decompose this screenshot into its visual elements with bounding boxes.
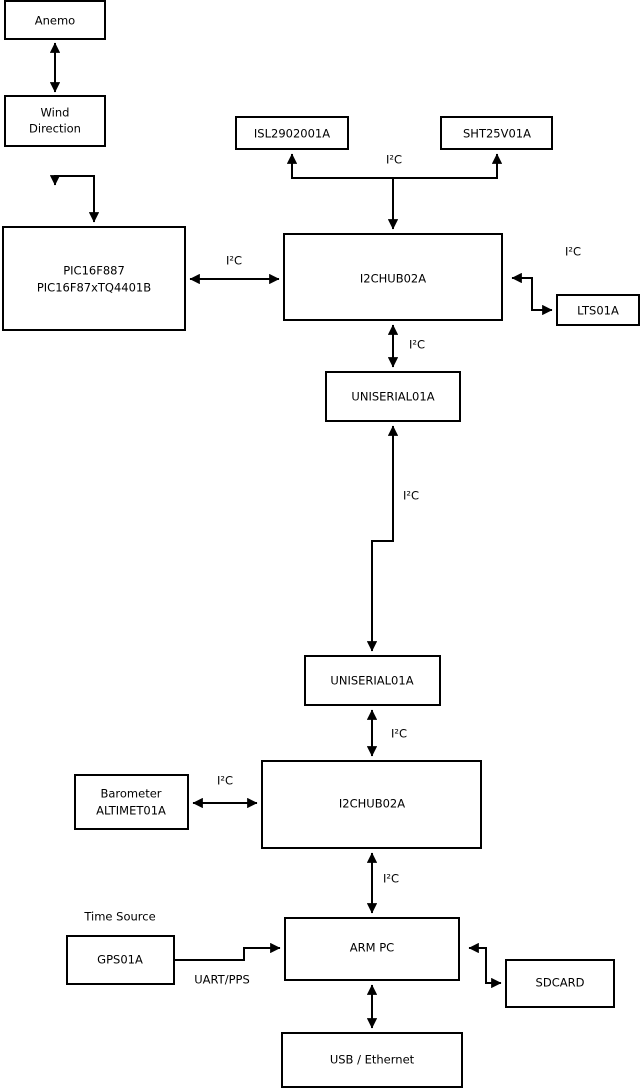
node-sht25v01a[interactable]: SHT25V01A [440,116,553,150]
edge-label-hub-top-lts: I²C [565,245,581,259]
node-usb-ethernet[interactable]: USB / Ethernet [281,1032,463,1088]
node-box[interactable] [4,0,106,40]
node-box[interactable] [325,371,461,422]
node-label-wind-direction-line2: Direction [29,122,81,136]
edge-hub-top-sensors: I²C [286,153,503,230]
node-label-barometer-line2: ALTIMET01A [96,804,166,818]
edge-gps-armpc: UART/PPS [174,942,281,987]
edge-hub-bottom-armpc: I²C [366,852,399,914]
edge-label-hub-top-sensors: I²C [386,153,402,167]
edge-line [468,942,502,989]
node-box[interactable] [283,233,503,321]
edge-label-uniserial-hub-bottom: I²C [391,727,407,741]
node-label-sht25v01a: SHT25V01A [463,127,531,141]
node-box[interactable] [235,116,349,150]
label-time-source: Time Source [83,910,155,924]
edge-pic-hub-top: I²C [189,254,280,285]
edge-line [49,175,100,223]
node-uniserial01a-lower[interactable]: UNISERIAL01A [304,655,441,706]
node-lts01a[interactable]: LTS01A [556,294,640,326]
free-labels-layer: Time Source [83,910,155,924]
node-arm-pc[interactable]: ARM PC [284,917,460,981]
node-label-uniserial01a-lower: UNISERIAL01A [330,674,413,688]
edges-layer: I²C I²C I²C I²C I²C [49,42,581,1029]
node-label-arm-pc: ARM PC [350,941,394,955]
node-uniserial01a-upper[interactable]: UNISERIAL01A [325,371,461,422]
edge-uniserial-link: I²C [366,425,419,652]
node-label-i2chub02a-top: I2CHUB02A [360,272,426,286]
node-label-wind-direction-line1: Wind [41,106,70,120]
node-wind-direction[interactable]: Wind Direction [4,95,106,147]
node-label-lts01a: LTS01A [577,304,619,318]
node-pic-microcontroller[interactable]: PIC16F887 PIC16F87xTQ4401B [2,226,186,331]
node-box[interactable] [74,774,189,830]
node-i2chub02a-bottom[interactable]: I2CHUB02A [261,760,482,849]
node-box[interactable] [2,226,186,331]
edge-hub-top-lts: I²C [511,245,581,316]
node-box[interactable] [284,917,460,981]
edge-label-pic-hub-top: I²C [226,254,242,268]
edge-label-gps-armpc: UART/PPS [194,973,250,987]
node-isl2902001a[interactable]: ISL2902001A [235,116,349,150]
edge-line [366,425,399,652]
edge-uniserial-lower-hub-bottom: I²C [366,709,407,757]
edge-label-hub-bottom-armpc: I²C [383,872,399,886]
edge-label-hub-top-uniserial: I²C [409,338,425,352]
node-label-gps01a: GPS01A [97,953,143,967]
node-box[interactable] [440,116,553,150]
node-box[interactable] [261,760,482,849]
node-sdcard[interactable]: SDCARD [505,959,615,1008]
node-box[interactable] [556,294,640,326]
edge-label-uniserial-link: I²C [403,489,419,503]
edge-line [174,942,281,961]
edge-label-barometer-hub: I²C [217,774,233,788]
node-box[interactable] [304,655,441,706]
node-label-isl2902001a: ISL2902001A [254,127,330,141]
node-label-usb-ethernet: USB / Ethernet [330,1053,415,1067]
node-label-pic-line1: PIC16F887 [63,264,125,278]
node-i2chub02a-top[interactable]: I2CHUB02A [283,233,503,321]
node-box[interactable] [66,935,175,985]
edge-barometer-hub-bottom: I²C [192,774,258,809]
node-gps01a[interactable]: GPS01A [66,935,175,985]
edge-line-isl [286,153,394,229]
node-label-pic-line2: PIC16F87xTQ4401B [37,281,151,295]
edge-wind-direction-pic [49,175,100,223]
node-box[interactable] [4,95,106,147]
node-label-sdcard: SDCARD [536,976,585,990]
node-label-anemo: Anemo [35,14,75,28]
edge-armpc-sdcard [468,942,502,989]
edge-hub-top-uniserial-upper: I²C [387,324,425,368]
edge-line [511,272,553,316]
node-barometer-altimet01a[interactable]: Barometer ALTIMET01A [74,774,189,830]
node-label-barometer-line1: Barometer [100,787,161,801]
node-label-i2chub02a-bottom: I2CHUB02A [339,797,405,811]
node-box[interactable] [281,1032,463,1088]
node-anemo[interactable]: Anemo [4,0,106,40]
node-box[interactable] [505,959,615,1008]
node-label-uniserial01a-upper: UNISERIAL01A [351,390,434,404]
edge-line-sht [393,153,503,179]
